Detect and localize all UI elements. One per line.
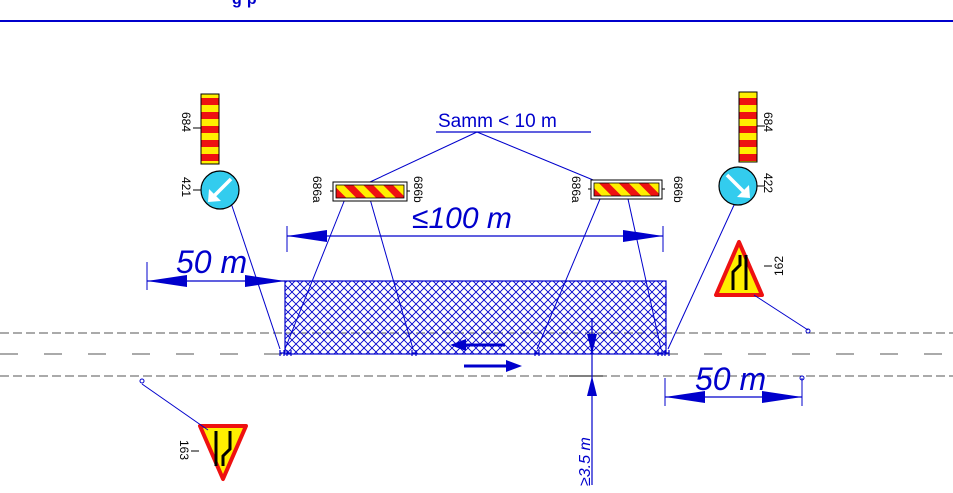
sign-code: 422 [761,173,775,193]
page-title-text: g p [232,0,257,9]
arrow-right-head [506,360,522,372]
sign-422: 422 [718,166,775,206]
striped-board-icon [593,182,660,197]
lane-merge-icon [714,240,764,297]
lane-merge-icon [198,424,248,481]
sign-code: 686a [310,176,324,203]
right-distance-dimension: 50 m [664,361,803,406]
sign-code: 162 [772,256,786,276]
spacing-note: Samm < 10 m [438,111,557,132]
sign-code: 421 [179,177,193,197]
sign-162: 162 [714,240,811,334]
sign-421: 421 [179,170,240,210]
page-title: g p [0,0,953,20]
barrier-board-right: 686a 686b [569,176,685,203]
left-distance-label: 50 m [176,244,247,280]
spacing-callout: Samm < 10 m [369,111,599,183]
barrier-feet [279,350,670,356]
left-distance-dimension: 50 m [146,244,285,290]
sign-code: 684 [761,112,775,132]
sign-163: 163 [139,378,248,481]
traffic-direction-arrows [450,339,522,372]
sign-code: 163 [177,440,191,460]
arrow-left-head [450,339,466,351]
sign-684-left: 684 [179,93,220,165]
sign-code: 684 [179,112,193,132]
barrier-leaders [226,190,741,350]
sign-684-right: 684 [738,91,775,163]
right-distance-label: 50 m [695,361,766,397]
striped-marker-icon [200,93,220,165]
zone-length-dimension: ≤100 m [286,202,664,252]
sign-code: 686b [411,176,425,203]
sign-code: 686a [569,176,583,203]
lane-width-dimension: ≥3.5 m [569,318,603,486]
post-markers [799,375,805,381]
striped-board-icon [335,184,405,199]
barrier-board-left: 686a 686b [310,176,425,203]
striped-marker-icon [738,91,758,163]
work-zone [284,280,667,355]
sign-code: 686b [671,176,685,203]
zone-length-label: ≤100 m [412,202,512,235]
lane-width-label: ≥3.5 m [577,437,594,486]
